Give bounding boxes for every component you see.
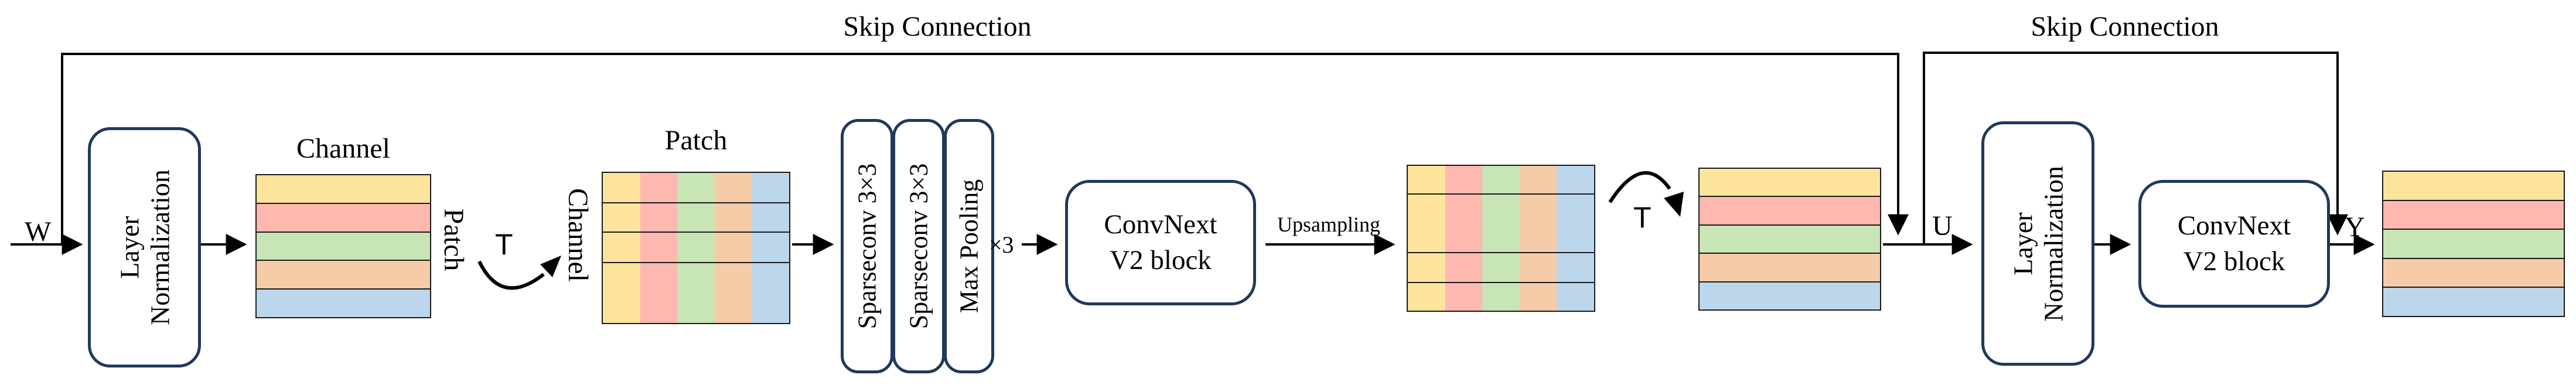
grid2-patch-label: Patch <box>664 125 728 156</box>
grid-transposed-patch-channel <box>602 172 790 324</box>
max-pooling-box: Max Pooling <box>944 119 994 373</box>
grid-cell <box>677 173 715 323</box>
grid-cell <box>257 288 430 317</box>
layer-normalization-1-text: Layer Normalization <box>114 169 175 325</box>
transpose1-label: T <box>495 228 513 261</box>
grid-cell <box>257 175 430 203</box>
skip-connection-line-2 <box>1923 52 2348 244</box>
sparseconv-1-text: Sparseconv 3×3 <box>852 163 882 329</box>
grid-divider-line <box>603 261 789 263</box>
grid-cell <box>2383 257 2564 287</box>
y-label: Y <box>2345 212 2365 243</box>
grid1-patch-label: Patch <box>438 208 469 271</box>
grid-cell <box>714 173 752 323</box>
grid-upsampled <box>1407 165 1595 312</box>
convnext-v2-block-1: ConvNext V2 block <box>1065 180 1256 305</box>
grid-divider-line <box>603 232 789 233</box>
grid-cell <box>1445 166 1483 311</box>
grid-cell <box>603 173 640 323</box>
grid-cell <box>1700 224 1880 253</box>
upsampling-label: Upsampling <box>1277 213 1380 236</box>
layer-normalization-2-text: Layer Normalization <box>2007 165 2068 322</box>
grid-cell <box>2383 199 2564 229</box>
grid-cell <box>257 260 430 289</box>
grid-cell <box>1482 166 1520 311</box>
grid-cell <box>1408 166 1445 311</box>
grid-output <box>2382 171 2565 317</box>
convnext-v2-block-2-text: ConvNext V2 block <box>2177 210 2291 277</box>
times-3-label: ×3 <box>989 232 1014 258</box>
grid-divider-line <box>1408 193 1594 195</box>
grid-cell <box>640 173 678 323</box>
grid-cell <box>1700 196 1880 224</box>
grid-cell <box>257 202 430 232</box>
grid-cell <box>1557 166 1594 311</box>
grid-stripes <box>1408 166 1594 311</box>
grid-cell <box>1700 281 1880 310</box>
max-pooling-text: Max Pooling <box>954 179 984 314</box>
grid-divider-line <box>1408 281 1594 283</box>
transpose1-arrowhead <box>540 256 561 277</box>
grid-cell <box>1519 166 1557 311</box>
sparseconv-1-box: Sparseconv 3×3 <box>841 119 893 373</box>
transpose2-arrowhead <box>1664 192 1684 217</box>
grid-cell <box>752 173 789 323</box>
grid-cell <box>2383 172 2564 200</box>
grid-input-channel-patch <box>255 174 431 318</box>
grid2-channel-label: Channel <box>562 188 593 282</box>
grid-cell <box>257 231 430 260</box>
convnext-v2-block-1-text: ConvNext V2 block <box>1104 209 1217 275</box>
grid-stripes <box>2383 172 2564 316</box>
skip-connection-line-1 <box>61 53 1909 244</box>
layer-normalization-2-box: Layer Normalization <box>1981 121 2094 366</box>
input-w-label: W <box>25 216 52 247</box>
grid-stripes <box>603 173 789 323</box>
transpose1-arc <box>477 260 545 290</box>
transpose2-label: T <box>1633 201 1652 234</box>
grid-divider-line <box>603 202 789 204</box>
grid1-channel-label: Channel <box>296 133 390 164</box>
layer-normalization-1-box: Layer Normalization <box>88 127 201 367</box>
convnext-v2-block-2: ConvNext V2 block <box>2138 180 2330 308</box>
u-label: U <box>1932 210 1953 241</box>
grid-cell <box>1700 169 1880 196</box>
grid-stripes <box>1700 169 1880 310</box>
grid-cell <box>2383 287 2564 316</box>
transpose2-arc <box>1608 171 1671 203</box>
skip-connection-label-right: Skip Connection <box>2031 11 2219 42</box>
sparseconv-2-text: Sparseconv 3×3 <box>904 163 933 329</box>
grid-stripes <box>257 175 430 317</box>
grid-retransposed <box>1698 168 1881 311</box>
sparseconv-2-box: Sparseconv 3×3 <box>892 119 945 373</box>
grid-cell <box>2383 229 2564 258</box>
grid-divider-line <box>1408 251 1594 253</box>
skip-connection-label-left: Skip Connection <box>843 11 1032 42</box>
grid-cell <box>1700 253 1880 281</box>
